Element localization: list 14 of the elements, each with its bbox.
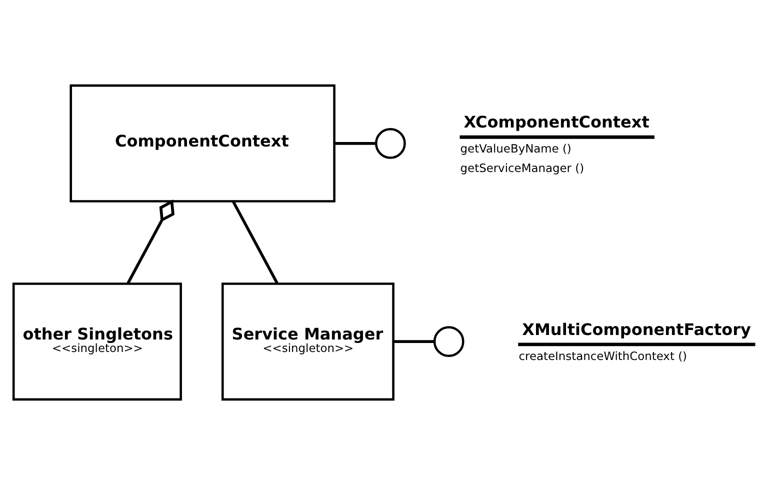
node-label: getServiceManager () xyxy=(460,160,584,175)
connector xyxy=(126,198,174,284)
connector xyxy=(232,200,279,284)
node-label: createInstanceWithContext () xyxy=(518,348,688,362)
node-circle xyxy=(374,127,406,158)
node-box: Service Manager <<singleton>> xyxy=(221,282,394,400)
node-label: XComponentContext xyxy=(464,112,650,132)
node-label: getValueByName () xyxy=(460,141,572,156)
node-box: other Singletons <<singleton>> xyxy=(12,282,182,400)
node-box: ComponentContext xyxy=(70,84,336,202)
node-circle xyxy=(433,326,464,357)
node-label: XMultiComponentFactory xyxy=(522,319,752,338)
connector xyxy=(394,340,434,342)
connector xyxy=(334,142,376,144)
